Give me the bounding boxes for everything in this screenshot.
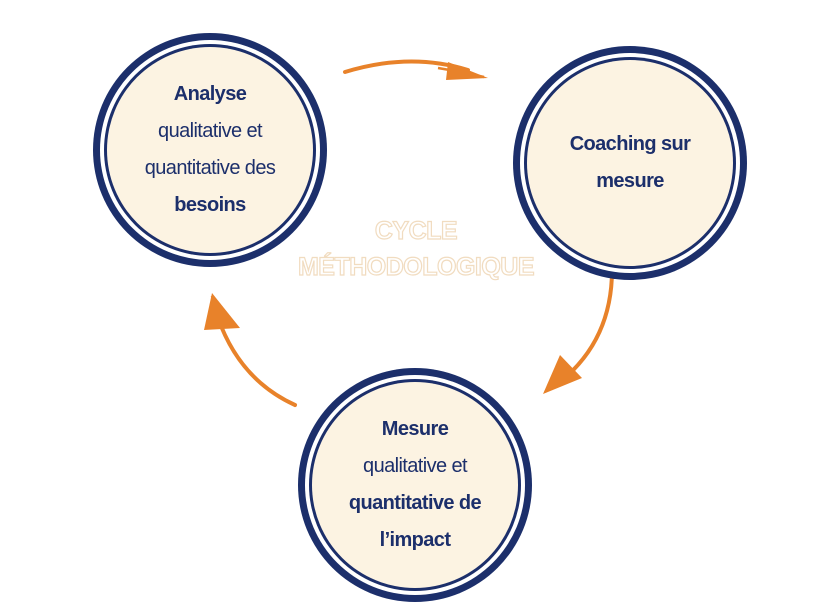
node-mesure-line2: qualitative et — [363, 455, 468, 477]
node-analyse-line3: quantitative des — [144, 157, 276, 179]
arrow-mesure-to-analyse — [204, 293, 297, 407]
node-mesure: Mesure qualitative et quantitative de l’… — [298, 368, 532, 602]
node-coaching-line1: Coaching sur — [569, 133, 691, 155]
node-mesure-line1: Mesure — [381, 418, 449, 440]
node-analyse: Analyse qualitative et quantitative des … — [93, 33, 327, 267]
node-analyse-line2: qualitative et — [158, 120, 263, 142]
center-title-line2: MÉTHODOLOGIQUE — [297, 252, 535, 281]
center-title: CYCLE MÉTHODOLOGIQUE — [266, 213, 566, 285]
node-mesure-line3: quantitative de — [348, 492, 482, 514]
center-title-line1: CYCLE — [374, 216, 458, 245]
node-mesure-line4: l’impact — [379, 529, 451, 551]
arrow-coaching-to-mesure — [543, 268, 614, 394]
node-analyse-line4: besoins — [174, 194, 246, 216]
arrow-analyse-to-coaching — [343, 59, 488, 80]
node-coaching: Coaching sur mesure — [513, 46, 747, 280]
node-coaching-line2: mesure — [596, 170, 664, 192]
node-analyse-line1: Analyse — [173, 83, 247, 105]
